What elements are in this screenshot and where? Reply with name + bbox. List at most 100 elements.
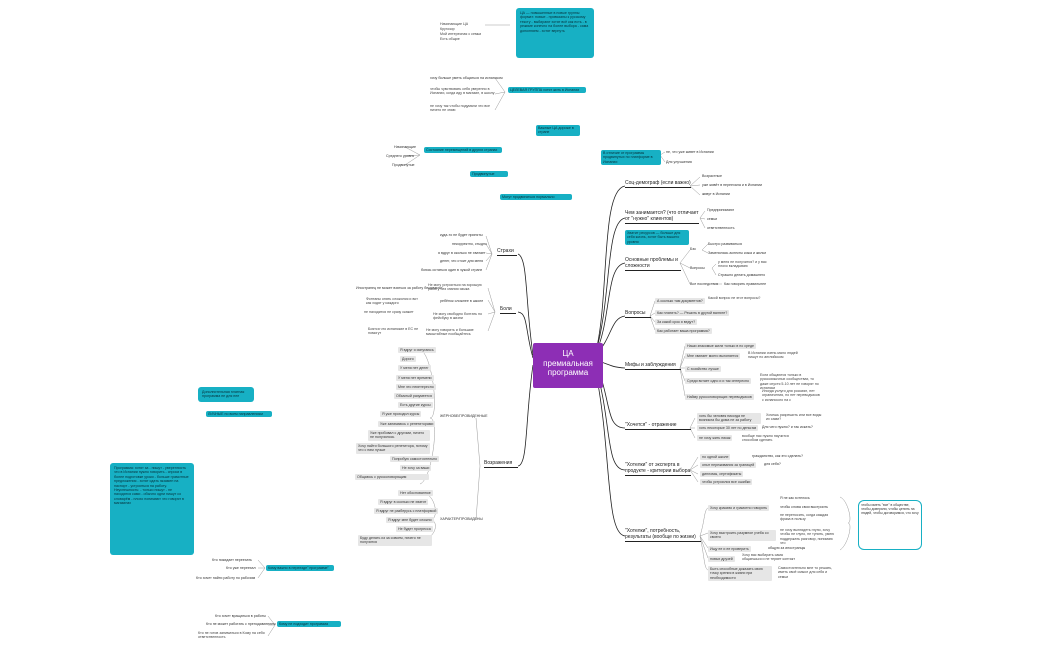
leaf[interactable]: живут в Испании	[702, 192, 730, 196]
branch-objections[interactable]: Возражения	[484, 460, 518, 468]
leaf[interactable]: Возрастные	[702, 174, 723, 178]
leaf[interactable]: Иногда услуги для россиян, нет ограничен…	[762, 389, 820, 402]
leaf[interactable]: Кто уже переехал	[226, 566, 256, 570]
leaf[interactable]: Предпринимают	[707, 208, 735, 212]
highlight-note[interactable]: Дополнительная платная программа не для …	[198, 387, 254, 402]
leaf[interactable]: семьи	[707, 217, 718, 221]
leaf[interactable]: Кто хочет вращаться в работы	[215, 614, 266, 618]
leaf[interactable]: новых друзей	[708, 556, 735, 563]
leaf[interactable]: Я не как хотелось	[780, 496, 810, 500]
leaf[interactable]: Я вдруг я испугаюсь	[398, 347, 436, 354]
leaf[interactable]: Не могу устроиться на хорошую работу без…	[428, 283, 482, 292]
central-topic[interactable]: ЦА премиальная программа	[533, 343, 603, 388]
leaf[interactable]: Для улучшения	[666, 160, 692, 164]
highlight-note[interactable]: Хватит ресурсов — больше для себя жизнь,…	[625, 230, 689, 246]
highlight-note[interactable]: В отличие от программы продвинутых по пл…	[601, 150, 661, 166]
leaf[interactable]: не хочу так чтобы подумали что все ничег…	[430, 104, 491, 113]
leaf[interactable]: У меня нет времени	[396, 375, 434, 382]
leaf[interactable]: опыт переживания за границей	[700, 462, 757, 469]
branch-myths[interactable]: Мифы и заблуждения	[625, 362, 681, 370]
leaf[interactable]: За какой срок я ведут?	[655, 319, 698, 326]
highlight-note[interactable]: ЛИЧНЫЕ по всем направлениям	[206, 411, 272, 418]
leaf[interactable]: Есть общие	[440, 37, 460, 41]
leaf[interactable]: Среди встает одно и и так интересно	[685, 378, 751, 385]
leaf[interactable]: Боятся что испанские в ЕС не помогут	[368, 327, 419, 336]
leaf[interactable]: Иностранец не может взяться за работу бе…	[356, 286, 442, 290]
leaf[interactable]: Не могу свободно болтать по фейсбуку в ж…	[433, 312, 482, 321]
highlight-note[interactable]: ЦЕЛЕВАЯ ГРУППА хотят жить в Испании	[508, 87, 586, 94]
leaf[interactable]: чтобы устроился все ошибки	[700, 479, 753, 486]
leaf[interactable]: Быть способные доказать свою точку зрени…	[708, 566, 772, 582]
leaf[interactable]: Наши знакомые жили только в по среде	[685, 343, 757, 350]
leaf[interactable]: Мой интересная с семьи	[440, 32, 482, 36]
leaf[interactable]: Самостоятельно мне то решать, иметь своё…	[778, 566, 833, 579]
leaf[interactable]: гражданство, как это сделать?	[752, 454, 803, 458]
leaf[interactable]: ответственность	[707, 226, 735, 230]
leaf[interactable]: Для чего нужно? и так искать?	[762, 425, 813, 429]
leaf[interactable]: Страшно делать домашнего	[718, 273, 766, 277]
leaf[interactable]: Заменилась аспекты кожа и жилье	[708, 251, 767, 255]
leaf[interactable]: Дорого	[400, 356, 416, 363]
leaf[interactable]: Попробую самостоятельно	[390, 456, 440, 463]
leaf[interactable]: не переносить, когда каждая фраза в поль…	[780, 513, 829, 522]
leaf[interactable]: Как работает ваша программа?	[655, 328, 712, 335]
leaf[interactable]: Хочу красиво и грамотно говорить	[708, 505, 770, 512]
highlight-block[interactable]: Программа: хотят за - пишут - уверенност…	[110, 463, 194, 555]
leaf[interactable]: некорректно, стыдно	[452, 242, 487, 246]
leaf[interactable]: уже живёт в переехала и в Испании	[702, 183, 763, 187]
branch-occupation[interactable]: Чем занимается? (что отличает от "нужно"…	[625, 210, 699, 224]
leaf[interactable]: Ищу ее и ее проверить	[708, 546, 751, 553]
leaf[interactable]: Быстро развиваться	[708, 242, 742, 246]
side-note[interactable]: чтобы иметь "все" в обществе, чтобы дове…	[858, 500, 922, 550]
leaf[interactable]: Не могу говорить и большие масштабные по…	[426, 328, 474, 337]
leaf[interactable]: не находится не сразу скажет	[364, 310, 414, 314]
leaf[interactable]: Кто не может работать с преподавателем	[206, 622, 276, 626]
leaf[interactable]: Вопросы	[690, 266, 705, 270]
leaf[interactable]: Мне это неинтересно	[396, 384, 436, 391]
leaf[interactable]: у меня не получится? и у вас плохо вклад…	[718, 260, 767, 269]
leaf[interactable]: хочу больше уметь общаться на испанском	[430, 76, 503, 80]
leaf[interactable]: Какой вопрос не этот вопросы?	[708, 296, 761, 300]
leaf[interactable]: для себя?	[764, 462, 781, 466]
leaf[interactable]: Я вдруг мне будет сложно	[386, 517, 434, 524]
leaf[interactable]: Все последствия	[690, 282, 719, 286]
leaf[interactable]: Кто хочет найти работу по рабочим	[196, 576, 256, 580]
leaf[interactable]: Уже занимаюсь с репетиторами	[378, 421, 436, 428]
leaf[interactable]: Обычный разумеется	[394, 393, 434, 400]
branch-expert-wants[interactable]: "Хотелки" от эксперта в продукте - крите…	[625, 462, 691, 476]
leaf[interactable]: Как говорить правильнее	[724, 282, 767, 286]
branch-fears[interactable]: Страхи	[497, 248, 517, 256]
objection-tag[interactable]: ХАРАКТЕР/ПРОВИДЕНЫ	[440, 517, 483, 521]
leaf[interactable]: Есть другие курсы	[398, 402, 433, 409]
leaf[interactable]: чтобы слова свои выстроить	[780, 505, 829, 509]
leaf[interactable]: не хочу выглядеть глупо, хочу чтобы не г…	[780, 528, 835, 546]
leaf[interactable]: Кругозор	[440, 27, 455, 31]
leaf[interactable]: Буду делать из за совсем, ничего не полу…	[358, 535, 432, 546]
leaf[interactable]: Фонтаны опять сложился и вот как ходят у…	[366, 297, 418, 306]
leaf[interactable]: Как платить? — Решить в другой валюте?	[655, 310, 730, 317]
leaf[interactable]: Я вдруг в сколько не хватит	[378, 499, 429, 506]
leaf[interactable]: Мне хватает моего выгоняется	[685, 353, 741, 360]
branch-wants-reflection[interactable]: "Хочется" - отражение	[625, 422, 691, 430]
highlight-note[interactable]: Могут продвигаться нормально	[500, 194, 572, 201]
leaf[interactable]: по одной школе	[700, 454, 731, 461]
branch-socdemo[interactable]: Соц-демограф (если важно)	[625, 180, 691, 188]
leaf[interactable]: Хочу выстроить разумное учеба со своего	[708, 530, 776, 541]
leaf[interactable]: денег, что стоит для меня	[440, 259, 484, 263]
leaf[interactable]: Не будет прогресса	[396, 526, 433, 533]
leaf[interactable]: Я вдруг не разберусь с платформой	[374, 508, 439, 515]
objection-tag[interactable]: ЖЁРНОВЕ/ПРОВИДЕННЫЕ	[440, 414, 488, 418]
highlight-note[interactable]: Продвинутые	[470, 171, 508, 178]
leaf[interactable]: Продвинутые	[392, 163, 415, 167]
leaf[interactable]: В Испании очень мало людей пишут по англ…	[748, 351, 798, 360]
leaf[interactable]: Хочу вас выбирать сама общаешься и не те…	[742, 553, 795, 562]
leaf[interactable]: Хочешь разрешить или все виды их сами?	[766, 413, 822, 422]
branch-pains[interactable]: Боли	[500, 306, 516, 314]
leaf[interactable]: Хочу найти большого репетитора, потому ч…	[356, 443, 430, 454]
leaf[interactable]: Кто покидает переехать	[212, 558, 252, 562]
leaf[interactable]: чтобы чувствовать себя уверенно в Испани…	[430, 87, 495, 96]
leaf[interactable]: хоть бы человек никогда не возникла бы д…	[697, 413, 761, 424]
leaf[interactable]: Нет обоснованное	[398, 490, 433, 497]
leaf[interactable]: Уже пробовал с другими, ничего не получи…	[368, 430, 430, 441]
leaf[interactable]: боюсь остаться один в чужой стране	[421, 268, 483, 272]
